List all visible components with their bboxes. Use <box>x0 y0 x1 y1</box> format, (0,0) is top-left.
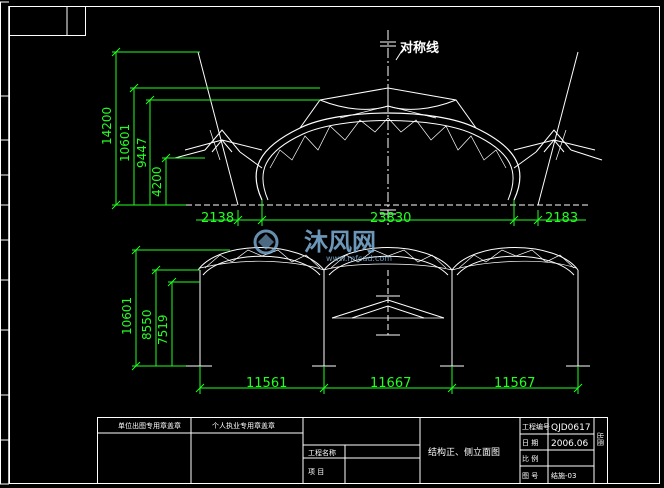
symmetry-axis-label: 对称线 <box>400 40 439 56</box>
side-span-1: 11561 <box>246 376 287 391</box>
front-span-right: 2183 <box>545 211 578 226</box>
watermark-url: www.mfcad.com <box>326 254 392 263</box>
side-span-2: 11667 <box>370 376 411 391</box>
date: 2006.06 <box>551 439 588 449</box>
date-label: 日 期 <box>522 439 538 447</box>
front-height-3: 9447 <box>135 137 149 168</box>
drawing-title: 结构正、侧立面图 <box>428 446 500 458</box>
scale-label: 比 例 <box>522 454 538 463</box>
watermark-logo-text: 沐风网 <box>304 228 376 256</box>
drawing-no: 结施-03 <box>551 471 576 480</box>
front-height-2: 10601 <box>118 124 132 162</box>
project-no: QJD0617 <box>551 423 591 433</box>
side-elevation <box>186 247 590 367</box>
drawing-no-label: 图 号 <box>522 472 538 480</box>
personal-stamp-label: 个人执业专用章盖章 <box>212 421 275 430</box>
side-elevation-dims <box>131 245 583 394</box>
front-span-left: 2138 <box>201 211 234 226</box>
issue-side-label: 出图 <box>596 432 605 446</box>
front-height-1: 14200 <box>100 107 114 145</box>
side-height-1: 10601 <box>120 297 134 335</box>
project-name-label: 工程名称 <box>308 448 336 457</box>
project-no-label: 工程编号 <box>522 422 550 431</box>
watermark: 沐风网 www.mfcad.com <box>253 228 392 263</box>
front-height-4: 4200 <box>150 166 164 197</box>
front-span-main: 23830 <box>370 211 411 226</box>
unit-stamp-label: 单位出图专用章盖章 <box>118 421 181 430</box>
front-elevation <box>111 30 603 226</box>
side-span-3: 11567 <box>494 376 535 391</box>
watermark-logo-icon <box>253 229 279 255</box>
item-label: 项 目 <box>308 468 324 476</box>
side-height-2: 8550 <box>140 309 154 340</box>
title-block <box>97 417 608 484</box>
side-height-3: 7519 <box>156 314 170 345</box>
